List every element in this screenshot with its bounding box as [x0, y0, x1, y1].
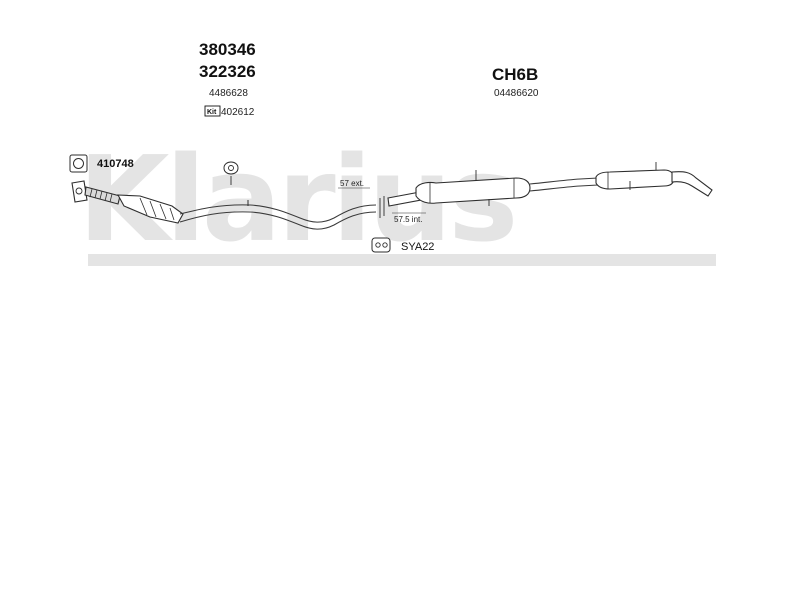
tailpipe-exit [671, 171, 713, 197]
mount-number: SYA22 [401, 241, 434, 253]
tail-connecting-pipe [529, 177, 599, 185]
rubber-hanger-icon [223, 161, 249, 206]
front-flange [71, 180, 88, 203]
front-pipe-number-1: 380346 [199, 40, 256, 59]
rear-silencer [415, 170, 531, 206]
gasket-number: 410748 [97, 158, 134, 170]
front-pipe-ref: 4486628 [209, 88, 248, 99]
gasket-item: 410748 [69, 154, 134, 173]
kit-label: Kit [207, 109, 217, 116]
kit-number: 402612 [221, 107, 255, 118]
kit-box-icon [204, 105, 221, 117]
tail-connecting-pipe-lower [529, 184, 599, 192]
front-pipe-lower [179, 211, 377, 230]
rear-box-ref: 04486620 [494, 88, 539, 99]
watermark-underline [88, 254, 716, 266]
catalytic-converter [117, 194, 184, 224]
end-silencer [595, 162, 675, 190]
mount-item: SYA22 [371, 237, 434, 253]
front-pipe [179, 204, 377, 223]
gasket-ring-icon [69, 154, 88, 173]
rubber-mount-icon [371, 237, 391, 253]
exhaust-system: 57 ext. 57.5 int. [71, 161, 713, 230]
kit-badge: Kit 402612 [204, 105, 255, 118]
int-diameter-label: 57.5 int. [394, 215, 422, 224]
joint-marker [338, 187, 426, 218]
front-pipe-number-2: 322326 [199, 62, 256, 81]
rear-box-code: CH6B [492, 65, 538, 84]
ext-diameter-label: 57 ext. [340, 179, 364, 188]
flex-section [84, 186, 121, 205]
